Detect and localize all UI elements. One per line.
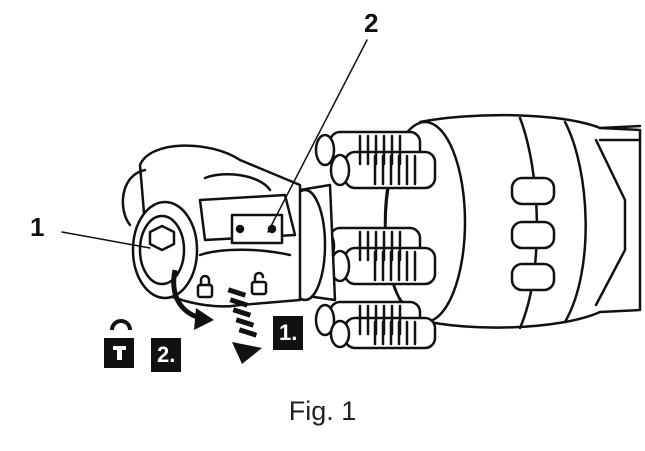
leader-line-2: [267, 39, 368, 233]
dashed-down-arrow-icon: [227, 287, 262, 364]
step-badge-1: 1.: [273, 316, 304, 350]
callout-number-2: 2: [364, 8, 379, 38]
rotate-arrow-icon: [171, 269, 214, 330]
step-badge-2: 2.: [151, 338, 182, 372]
callout-number-1: 1: [30, 212, 45, 242]
piston-bank: [314, 130, 437, 350]
figure-caption: Fig. 1: [288, 396, 357, 426]
motor-housing: [418, 113, 642, 330]
crimp-head: [121, 144, 302, 308]
unlock-padlock-icon: [104, 319, 134, 368]
leader-line-1: [61, 231, 151, 249]
lock-indicator-icons: [196, 271, 268, 299]
